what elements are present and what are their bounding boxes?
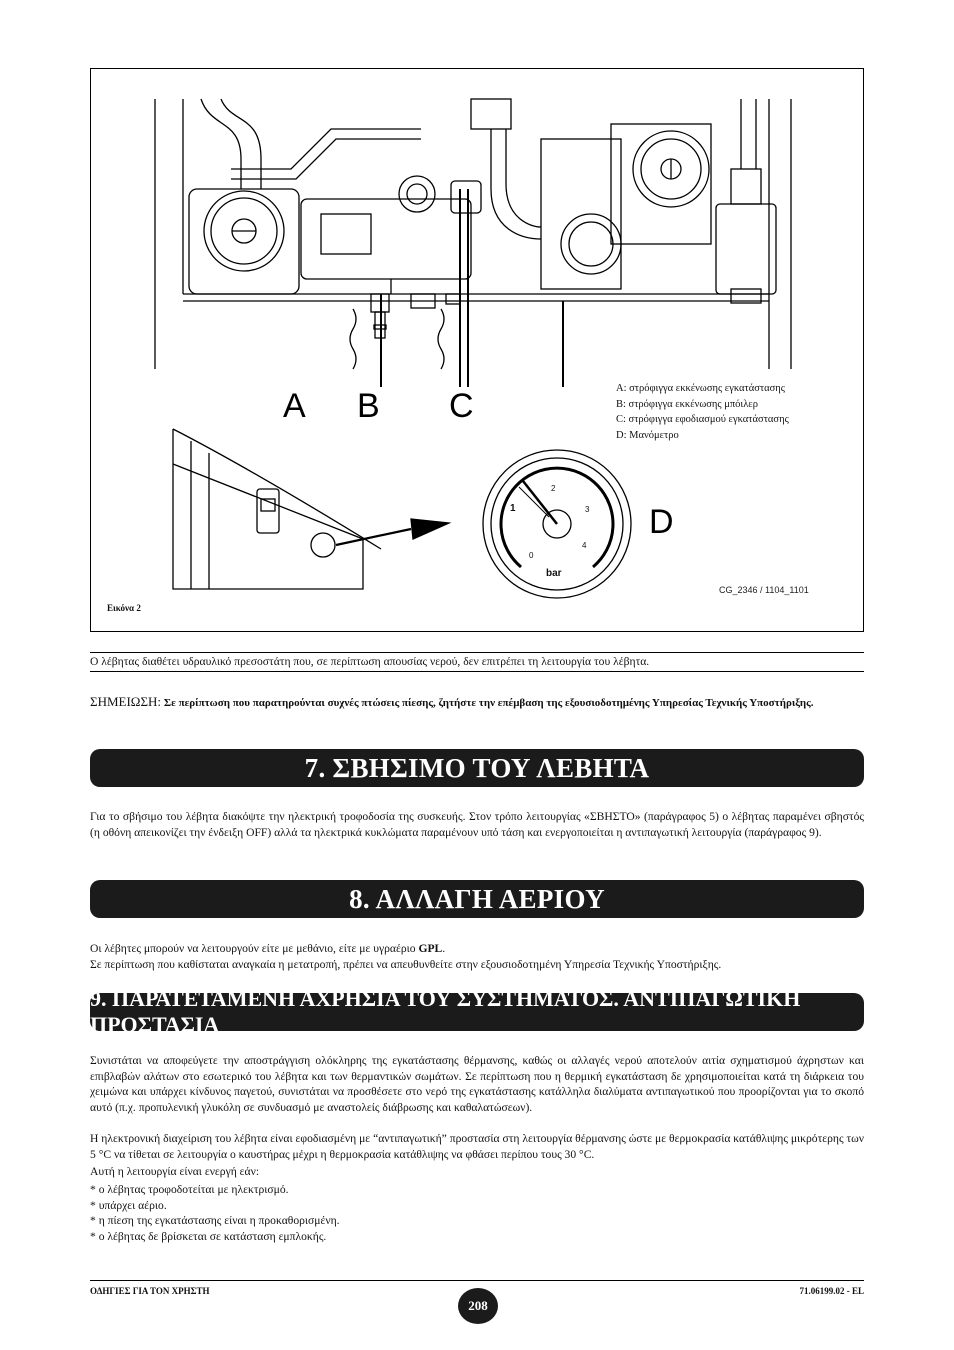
pressure-note: Ο λέβητας διαθέτει υδραυλικό πρεσοστάτη … (90, 655, 650, 668)
gpl-bold: GPL (418, 942, 443, 955)
figure-caption: Εικόνα 2 (107, 603, 141, 613)
divider (90, 671, 864, 672)
section-7-text: Για το σβήσιμο του λέβητα διακόψτε την η… (90, 810, 864, 839)
bullet-item: * η πίεση της εγκατάστασης είναι η προκα… (90, 1214, 340, 1227)
legend-item: D: Μανόμετρο (616, 429, 679, 441)
note-body: Σε περίπτωση που παρατηρούνται συχνές πτ… (163, 697, 814, 709)
legend-item: B: στρόφιγγα εκκένωσης μπόιλερ (616, 398, 758, 410)
label-a: A (283, 387, 306, 425)
gauge-tick-2: 2 (551, 484, 556, 493)
text-span: Οι λέβητες μπορούν να λειτουργούν είτε μ… (90, 942, 419, 955)
figure-legend: A: στρόφιγγα εκκένωσης εγκατάστασης B: σ… (616, 381, 789, 443)
gauge-tick-1: 1 (510, 503, 516, 514)
section-8-line1: Οι λέβητες μπορούν να λειτουργούν είτε μ… (90, 941, 864, 957)
note-paragraph: ΣΗΜΕΙΩΣΗ: Σε περίπτωση που παρατηρούνται… (90, 694, 864, 712)
divider (90, 652, 864, 653)
page-number: 208 (458, 1288, 498, 1324)
section-9-bullet-list: * ο λέβητας τροφοδοτείται με ηλεκτρισμό.… (90, 1182, 864, 1244)
section-9-paragraph-2: Η ηλεκτρονική διαχείριση του λέβητα είνα… (90, 1132, 864, 1161)
figure-2: A B C D A: στρόφιγγα εκκένωσης εγκατάστα… (90, 68, 864, 632)
boiler-hydraulic-diagram (154, 98, 792, 599)
legend-item: A: στρόφιγγα εκκένωσης εγκατάστασης (616, 383, 785, 394)
section-9-paragraph-1: Συνιστάται να αποφεύγετε την αποστράγγισ… (90, 1054, 864, 1114)
label-c: C (449, 387, 474, 425)
section-9-title: 9. ΠΑΡΑΤΕΤΑΜΕΝΗ ΑΧΡΗΣΙΑ ΤΟΥ ΣΥΣΤΗΜΑΤΟΣ. … (90, 986, 864, 1037)
section-8-title: 8. ΑΛΛΑΓΗ ΑΕΡΙΟΥ (90, 880, 864, 918)
gauge-tick-3: 3 (585, 505, 590, 514)
label-b: B (357, 387, 380, 425)
gauge-tick-0: 0 (529, 551, 534, 560)
section-7-title: 7. ΣΒΗΣΙΜΟ ΤΟΥ ΛΕΒΗΤΑ (90, 749, 864, 787)
gauge-unit: bar (546, 568, 562, 579)
gauge-tick-4: 4 (582, 541, 587, 550)
note-label: ΣΗΜΕΙΩΣΗ: (90, 694, 162, 709)
bullet-item: * ο λέβητας τροφοδοτείται με ηλεκτρισμό. (90, 1183, 289, 1196)
footer-divider (90, 1280, 864, 1281)
legend-item: C: στρόφιγγα εφοδιασμού εγκατάστασης (616, 414, 789, 425)
section-8-line2: Σε περίπτωση που καθίσταται αναγκαία η μ… (90, 958, 722, 971)
figure-code: CG_2346 / 1104_1101 (719, 585, 809, 595)
bullet-item: * υπάρχει αέριο. (90, 1198, 167, 1212)
label-d: D (649, 503, 674, 541)
bullet-item: * ο λέβητας δε βρίσκεται σε κατάσταση εμ… (90, 1229, 327, 1243)
text-span: . (442, 942, 446, 955)
footer-right: 71.06199.02 - EL (799, 1286, 864, 1296)
footer-left: ΟΔΗΓΙΕΣ ΓΙΑ ΤΟΝ ΧΡΗΣΤΗ (90, 1286, 210, 1296)
section-9-paragraph-3: Αυτή η λειτουργία είναι ενεργή εάν: (90, 1165, 260, 1178)
